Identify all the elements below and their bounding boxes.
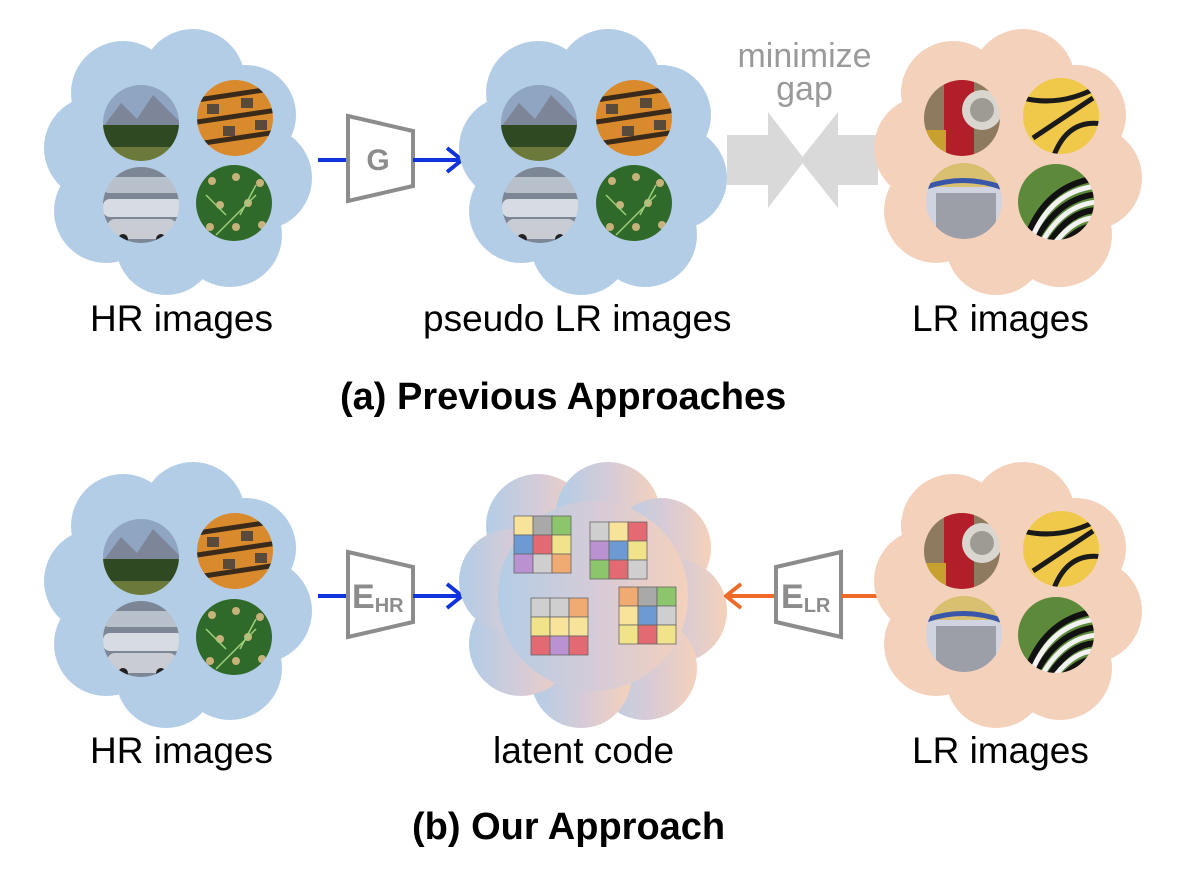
thumb-building [197, 513, 273, 589]
thumb-mountain [501, 85, 577, 161]
encoder-lr-label: ELR [781, 578, 831, 617]
latent-cell [530, 635, 551, 656]
latent-cell [637, 605, 658, 626]
lr-thumbnails-a [924, 78, 1099, 240]
latent-cell [551, 515, 572, 536]
latent-grid [618, 586, 677, 645]
lr-cloud-b [874, 462, 1142, 728]
thumb-cars [103, 601, 179, 677]
minimize-gap-label: minimize gap [722, 37, 887, 108]
thumb-table [926, 596, 1002, 672]
latent-code-label: latent code [493, 730, 675, 771]
pseudo-lr-images-label: pseudo LR images [423, 298, 732, 339]
latent-cell [513, 553, 534, 574]
latent-cell [589, 521, 610, 542]
thumb-cactus [196, 599, 272, 675]
latent-cell [549, 616, 570, 637]
pseudo-lr-thumbnails [501, 80, 672, 243]
thumb-mountain [103, 85, 179, 161]
thumb-building [197, 80, 273, 156]
latent-cell [568, 635, 589, 656]
hr-cloud-a [44, 29, 312, 295]
thumb-zebra [1018, 597, 1094, 673]
latent-grid [589, 521, 648, 580]
latent-cell [608, 540, 629, 561]
thumb-building [596, 80, 672, 156]
latent-cell [532, 515, 553, 536]
generator-label: G [366, 144, 389, 177]
lr-images-label-a: LR images [912, 298, 1089, 339]
latent-code-grids [513, 515, 677, 656]
latent-cloud [459, 462, 727, 728]
caption-b: (b) Our Approach [412, 806, 726, 848]
caption-a: (a) Previous Approaches [340, 376, 787, 418]
encoder-lr-main: E [781, 578, 804, 616]
latent-cell [637, 624, 658, 645]
latent-cell [618, 624, 639, 645]
latent-cell [656, 586, 677, 607]
latent-cell [549, 635, 570, 656]
hr-images-label-a: HR images [90, 298, 273, 339]
thumb-butterfly [1023, 78, 1099, 154]
latent-cell [637, 586, 658, 607]
encoder-hr-sub: HR [375, 595, 404, 617]
hr-thumbnails-a [103, 80, 273, 243]
thumb-cactus [196, 165, 272, 241]
latent-cell [513, 534, 534, 555]
latent-cell [568, 597, 589, 618]
thumb-butterfly [1023, 511, 1099, 587]
latent-cell [589, 559, 610, 580]
thumb-cars [502, 167, 578, 243]
thumb-cactus [596, 165, 672, 241]
latent-cell [656, 624, 677, 645]
gap-arrow-right [800, 112, 878, 208]
lr-thumbnails-b [924, 511, 1099, 673]
latent-cell [627, 540, 648, 561]
lr-images-label-b: LR images [912, 730, 1089, 771]
latent-cell [656, 605, 677, 626]
latent-cell [513, 515, 534, 536]
thumb-mountain [103, 519, 179, 595]
encoder-lr-module [774, 549, 843, 640]
lr-cloud-a [874, 29, 1142, 295]
thumb-table [926, 163, 1002, 239]
latent-grid [513, 515, 572, 574]
pseudo-lr-cloud [459, 29, 727, 295]
hr-thumbnails-b [103, 513, 273, 677]
latent-cell [627, 521, 648, 542]
latent-cell [608, 521, 629, 542]
thumb-shell [924, 80, 1000, 156]
latent-cell [530, 616, 551, 637]
generator-module [346, 113, 415, 204]
latent-grid [530, 597, 589, 656]
latent-cell [627, 559, 648, 580]
latent-cell [618, 605, 639, 626]
minimize-line-2: gap [776, 70, 833, 108]
encoder-lr-sub: LR [804, 595, 831, 617]
latent-cell [618, 586, 639, 607]
latent-cell [589, 540, 610, 561]
latent-cell [532, 553, 553, 574]
latent-cell [551, 534, 572, 555]
encoder-hr-label: EHR [352, 578, 404, 617]
thumb-shell [924, 513, 1000, 589]
hr-images-label-b: HR images [90, 730, 273, 771]
latent-cell [568, 616, 589, 637]
latent-cell [530, 597, 551, 618]
hr-cloud-b [44, 462, 312, 728]
latent-cell [608, 559, 629, 580]
encoder-hr-main: E [352, 578, 375, 616]
thumb-zebra [1018, 164, 1094, 240]
encoder-hr-module [346, 549, 415, 640]
gap-arrow-left [727, 112, 805, 208]
thumb-cars [103, 167, 179, 243]
latent-cell [551, 553, 572, 574]
latent-cell [532, 534, 553, 555]
latent-cell [549, 597, 570, 618]
minimize-line-1: minimize [737, 37, 872, 75]
